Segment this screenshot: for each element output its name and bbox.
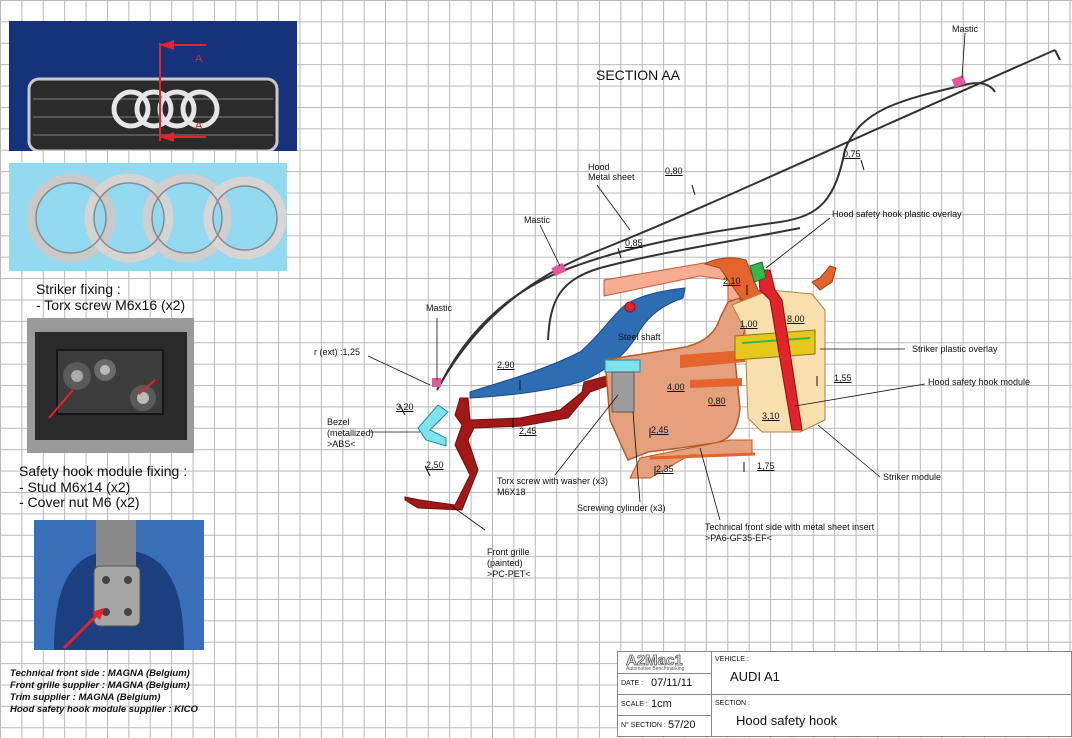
section-value: Hood safety hook xyxy=(736,713,838,728)
section-row: SECTION : Hood safety hook xyxy=(712,694,1071,736)
dim-310: 3,10 xyxy=(762,411,780,421)
section-no-label: N° SECTION : xyxy=(621,722,666,729)
label-torx-1: Torx screw with washer (x3) xyxy=(497,476,609,486)
label-mastic-top: Mastic xyxy=(952,24,979,34)
safety-hook-photo xyxy=(34,520,204,650)
logo-subtitle: Automotive Benchmarking xyxy=(626,666,685,672)
grille-photo: A A xyxy=(9,21,297,151)
striker-fixing-title: Striker fixing : xyxy=(36,281,121,297)
striker-fixing-item: - Torx screw M6x16 (x2) xyxy=(36,297,186,313)
date-value: 07/11/11 xyxy=(651,677,693,689)
label-grille-1: Front grille xyxy=(487,547,530,557)
scale-label: SCALE : xyxy=(621,701,648,708)
label-bezel-1: Bezel xyxy=(327,417,350,427)
hood-outer-sheet xyxy=(436,49,1056,391)
mastic-top xyxy=(951,75,967,88)
mastic-mid xyxy=(551,262,567,277)
dim-080a: 0,80 xyxy=(665,166,683,176)
dim-210: 2,10 xyxy=(723,276,741,286)
label-tech-1: Technical front side with metal sheet in… xyxy=(705,522,875,532)
dim-245a: 2,45 xyxy=(519,426,537,436)
logo-box: A2Mac1 Automotive Benchmarking xyxy=(618,652,712,674)
label-striker-module: Striker module xyxy=(883,472,942,482)
striker-plastic-overlay xyxy=(734,329,816,361)
scale-value: 1cm xyxy=(651,698,672,710)
label-mastic-left: Mastic xyxy=(426,303,453,313)
screwing-cylinder xyxy=(611,371,635,413)
vehicle-value: AUDI A1 xyxy=(730,669,780,684)
label-r-ext: r (ext) :1,25 xyxy=(314,347,361,357)
section-no-value: 57/20 xyxy=(668,719,696,731)
label-hook-overlay: Hood safety hook plastic overlay xyxy=(832,209,962,219)
dim-235: 2,35 xyxy=(656,464,674,474)
dim-250: 2,50 xyxy=(426,460,444,470)
dim-320: 3,20 xyxy=(396,402,414,412)
dim-080b: 0,80 xyxy=(708,396,726,406)
mastic-left xyxy=(432,378,441,387)
vehicle-row: VEHICLE : AUDI A1 xyxy=(712,652,1071,695)
vehicle-label: VEHICLE : xyxy=(715,656,749,663)
title-block: A2Mac1 Automotive Benchmarking DATE : 07… xyxy=(617,651,1072,737)
dim-290: 2,90 xyxy=(497,360,515,370)
dim-155: 1,55 xyxy=(834,373,852,383)
supplier-line: Trim supplier : MAGNA (Belgium) xyxy=(10,692,161,703)
label-grille-2: (painted) xyxy=(487,558,523,568)
date-label: DATE : xyxy=(621,680,644,687)
label-screwing: Screwing cylinder (x3) xyxy=(577,503,666,513)
section-marker-top: A xyxy=(195,53,203,65)
section-title: SECTION AA xyxy=(596,67,681,83)
label-grille-3: >PC-PET< xyxy=(487,569,531,579)
safety-fixing-item-2: - Cover nut M6 (x2) xyxy=(19,494,140,510)
section-no-row: N° SECTION : 57/20 xyxy=(618,715,712,736)
date-row: DATE : 07/11/11 xyxy=(618,673,712,695)
front-grille xyxy=(404,371,623,511)
label-hook-module: Hood safety hook module xyxy=(928,377,1031,387)
steel-shaft xyxy=(624,301,636,313)
dim-245b: 2,45 xyxy=(651,425,669,435)
bezel xyxy=(417,404,449,447)
supplier-line: Technical front side : MAGNA (Belgium) xyxy=(10,668,190,679)
dim-075: 0,75 xyxy=(843,149,861,159)
scale-row: SCALE : 1cm xyxy=(618,694,712,716)
rings-photo xyxy=(9,163,287,271)
safety-lever xyxy=(469,287,686,399)
dim-800: 8,00 xyxy=(787,314,805,324)
dim-400: 4,00 xyxy=(667,382,685,392)
label-torx-2: M6X18 xyxy=(497,487,526,497)
label-striker-overlay: Striker plastic overlay xyxy=(912,344,998,354)
section-marker-bottom: A xyxy=(195,120,203,132)
label-steel-shaft: Steel shaft xyxy=(618,332,661,342)
dim-100: 1,00 xyxy=(740,319,758,329)
striker-module xyxy=(731,289,826,433)
label-mastic-mid: Mastic xyxy=(524,215,551,225)
logo: A2Mac1 xyxy=(626,652,683,670)
safety-fixing-item-1: - Stud M6x14 (x2) xyxy=(19,479,131,495)
hood-inner-sheet xyxy=(439,82,996,386)
supplier-line: Front grille supplier : MAGNA (Belgium) xyxy=(10,680,190,691)
section-label: SECTION : xyxy=(715,700,751,707)
label-bezel-2: (metallized) xyxy=(327,428,374,438)
supplier-line: Hood safety hook module supplier : KICO xyxy=(10,704,198,715)
label-metal-sheet: Metal sheet xyxy=(588,172,635,182)
label-tech-2: >PA6-GF35-EF< xyxy=(705,533,772,543)
label-bezel-3: >ABS< xyxy=(327,439,356,449)
striker-fixing-photo xyxy=(27,318,194,453)
suppliers-list: Technical front side : MAGNA (Belgium) F… xyxy=(10,668,198,716)
dim-175: 1,75 xyxy=(757,461,775,471)
label-hood: Hood xyxy=(588,162,610,172)
dim-085: 0,85 xyxy=(625,238,643,248)
safety-fixing-title: Safety hook module fixing : xyxy=(19,463,188,479)
hood-safety-hook xyxy=(757,269,803,431)
